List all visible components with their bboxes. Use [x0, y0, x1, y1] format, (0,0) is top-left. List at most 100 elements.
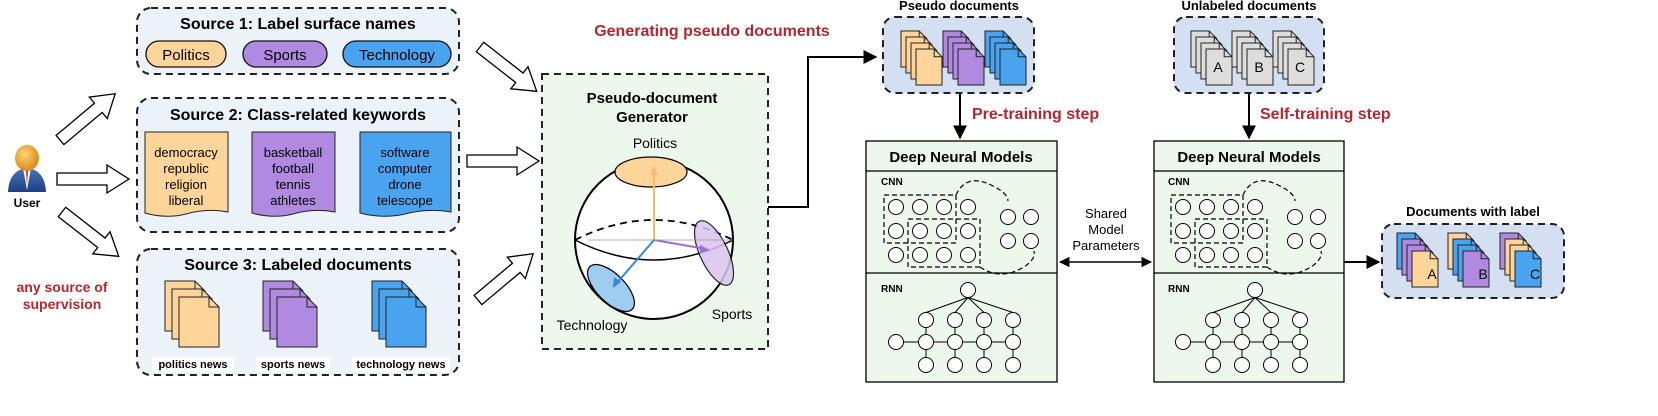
user-icon	[8, 145, 46, 192]
cnn-output-node	[1000, 233, 1016, 249]
cnn-node	[1247, 223, 1263, 239]
cnn-output-node	[1287, 233, 1303, 249]
cnn-filter-box	[907, 218, 981, 268]
unlabeled-b-stack	[1231, 30, 1274, 86]
rnn-node	[1234, 334, 1250, 350]
cnn-node	[1247, 199, 1263, 215]
technology-news-stack-page	[385, 296, 427, 348]
sports-cap	[693, 220, 735, 286]
rnn-node	[960, 282, 976, 298]
unlabeled-doc-letter-b: B	[1254, 59, 1263, 75]
rnn-edge	[1241, 297, 1256, 313]
cnn-filter-box	[1194, 218, 1268, 268]
cnn-node	[960, 247, 976, 263]
shared-parameters-line3: Parameters	[1072, 238, 1140, 253]
keyword-sports-3: tennis	[276, 177, 311, 192]
keyword-technology-1: software	[380, 145, 429, 160]
rnn-node	[1205, 334, 1221, 350]
keyword-politics-3: religion	[165, 177, 207, 192]
output-doc-stack	[1396, 232, 1439, 288]
unlabeled-b-stack-page	[1246, 48, 1274, 86]
cnn-node	[960, 223, 976, 239]
politics-cap	[614, 156, 688, 188]
keyword-doc-sports	[251, 131, 336, 217]
supervision-label-line1: any source of	[16, 279, 107, 295]
cnn-node	[912, 223, 928, 239]
source1-label-politics: Politics	[162, 47, 210, 64]
cnn-pool-curve	[955, 180, 1009, 202]
rnn-edge	[1254, 297, 1301, 313]
source1-panel: Source 1: Label surface names Politics S…	[136, 7, 460, 75]
output-doc-letter-c: C	[1530, 266, 1540, 282]
cnn-node	[1223, 247, 1239, 263]
generator-label-sports: Sports	[712, 306, 752, 322]
technology-news-stack	[371, 280, 427, 348]
model2-rnn-diagram	[1175, 282, 1308, 373]
keyword-technology-2: computer	[378, 161, 433, 176]
cnn-output-node	[1287, 209, 1303, 225]
supervision-label-line2: supervision	[23, 296, 102, 312]
rnn-node	[1205, 312, 1221, 328]
pseudo-technology-stack-page	[999, 48, 1027, 86]
model1-cnn-diagram	[883, 180, 1039, 275]
output-doc-page	[1411, 250, 1439, 288]
selftraining-step-label: Self-training step	[1260, 106, 1391, 123]
rnn-node	[1234, 357, 1250, 373]
model2-cnn-diagram	[1170, 180, 1326, 275]
cnn-node	[888, 223, 904, 239]
model1-cnn-label: CNN	[881, 177, 903, 188]
rnn-node	[947, 312, 963, 328]
generator-label-technology: Technology	[557, 317, 628, 333]
pseudo-documents-title: Pseudo documents	[899, 0, 1019, 13]
cnn-node	[1175, 247, 1191, 263]
shared-parameters-line2: Model	[1088, 222, 1124, 237]
model2-cnn-label: CNN	[1168, 177, 1190, 188]
keyword-doc-technology	[359, 131, 452, 217]
politics-news-stack-page	[178, 296, 220, 348]
rnn-edge	[1254, 297, 1272, 313]
source1-label-sports: Sports	[263, 47, 306, 64]
model1-rnn-diagram	[888, 282, 1021, 373]
politics-news-stack	[164, 280, 220, 348]
rnn-node	[1005, 357, 1021, 373]
pseudo-politics-stack-page	[915, 48, 943, 86]
cnn-node	[936, 223, 952, 239]
sports-news-stack	[262, 280, 318, 348]
rnn-node	[1292, 334, 1308, 350]
rnn-node	[947, 334, 963, 350]
source2-to-generator-arrow	[466, 145, 541, 177]
cnn-node	[1199, 199, 1215, 215]
output-doc-page	[1462, 250, 1490, 288]
pseudo-sports-stack-page	[957, 48, 985, 86]
cnn-pool-curve	[1242, 180, 1296, 202]
keyword-doc-politics	[144, 131, 229, 217]
keyword-sports-4: athletes	[270, 193, 316, 208]
rnn-node	[918, 312, 934, 328]
user-to-source3-arrow	[57, 206, 120, 258]
cnn-node	[912, 247, 928, 263]
cnn-node	[1223, 223, 1239, 239]
sphere-diagram	[574, 156, 735, 320]
cnn-node	[936, 199, 952, 215]
keyword-sports-2: football	[272, 161, 314, 176]
pseudo-doc-stacks	[900, 30, 1027, 86]
cnn-node	[1175, 223, 1191, 239]
rnn-node	[976, 357, 992, 373]
user-to-source1-arrow	[55, 92, 117, 146]
unlabeled-documents-title: Unlabeled documents	[1181, 0, 1316, 13]
cnn-output-node	[1023, 209, 1039, 225]
unlabeled-c-stack	[1272, 30, 1315, 86]
cnn-output-node	[1310, 233, 1326, 249]
cnn-output-node	[1000, 209, 1016, 225]
model2-title: Deep Neural Models	[1177, 149, 1320, 166]
output-doc-letter-b: B	[1478, 266, 1487, 282]
rnn-node	[918, 357, 934, 373]
rnn-edge	[967, 297, 985, 313]
cnn-node	[1223, 199, 1239, 215]
rnn-node	[1205, 357, 1221, 373]
cnn-node	[936, 247, 952, 263]
rnn-node	[976, 312, 992, 328]
cnn-node	[1175, 199, 1191, 215]
source3-to-generator-arrow	[473, 252, 535, 306]
